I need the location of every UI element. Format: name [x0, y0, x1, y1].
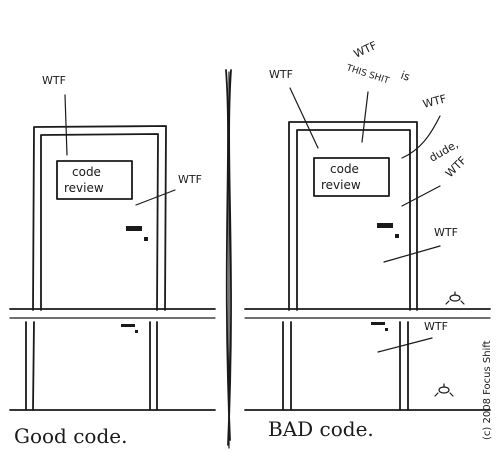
good-wtf-side-pointer [135, 189, 176, 206]
good-door-frame-outer [32, 125, 167, 311]
bug-creature-top [445, 291, 465, 305]
bad-wtf-is-line3: THIS SHIT [344, 63, 390, 87]
bad-sign-line2: review [321, 178, 361, 192]
good-code-caption: Good code. [14, 424, 127, 448]
bad-wtf-right-pointer [383, 245, 441, 263]
bad-code-review-sign [313, 157, 390, 197]
good-door-frame-inner [40, 133, 159, 311]
good-code-review-sign [56, 160, 133, 200]
bad-sign-line1: code [330, 162, 359, 176]
bad-wtf-lower: WTF [424, 320, 448, 333]
copyright-credit: (c) 2008 Focus Shift [482, 340, 493, 440]
bad-wtf-top-left: WTF [269, 68, 293, 81]
bad-wtf-is-pointer [361, 91, 369, 143]
good-lower-door-right [149, 321, 158, 411]
good-door-handle [126, 226, 142, 231]
bad-dude-line2: WTF [443, 154, 469, 180]
bad-lower-door-left [282, 321, 292, 411]
bad-dude-pointer [401, 185, 441, 207]
good-wtf-top: WTF [42, 74, 66, 87]
divider-stroke-1 [225, 69, 231, 441]
good-sign-line1: code [72, 165, 101, 179]
bad-wtf-is-line1: WTF [352, 39, 379, 61]
bad-keyhole [395, 234, 399, 238]
bad-wtf-top-right-pointer [401, 115, 441, 159]
good-wtf-side: WTF [178, 173, 202, 186]
bad-wtf-is-line2: is [399, 69, 412, 84]
bad-door-frame-inner [296, 129, 411, 311]
bug-creature-bottom [434, 383, 454, 397]
bad-lower-door-right [399, 321, 409, 411]
good-lower-handle [121, 324, 135, 327]
bad-lower-keyhole [385, 328, 388, 331]
bad-door-frame-outer [288, 121, 418, 311]
bad-code-panel: code review WTF WTF is THIS SHIT WTF dud… [244, 39, 491, 441]
panel-divider [225, 69, 232, 449]
good-code-panel: code review WTF WTF Good code. [9, 74, 216, 448]
good-lower-keyhole [135, 330, 138, 333]
good-keyhole [144, 237, 148, 241]
bad-wtf-lower-pointer [377, 337, 433, 353]
bad-door-handle [377, 223, 393, 228]
bad-lower-handle [371, 322, 385, 325]
good-sign-line2: review [64, 181, 104, 195]
bad-wtf-top-left-pointer [289, 87, 319, 149]
good-wtf-top-pointer [64, 94, 68, 156]
bad-wtf-right: WTF [434, 226, 458, 239]
bad-wtf-top-right: WTF [421, 92, 447, 111]
good-lower-door-left [25, 321, 35, 411]
bad-code-caption: BAD code. [268, 417, 374, 441]
